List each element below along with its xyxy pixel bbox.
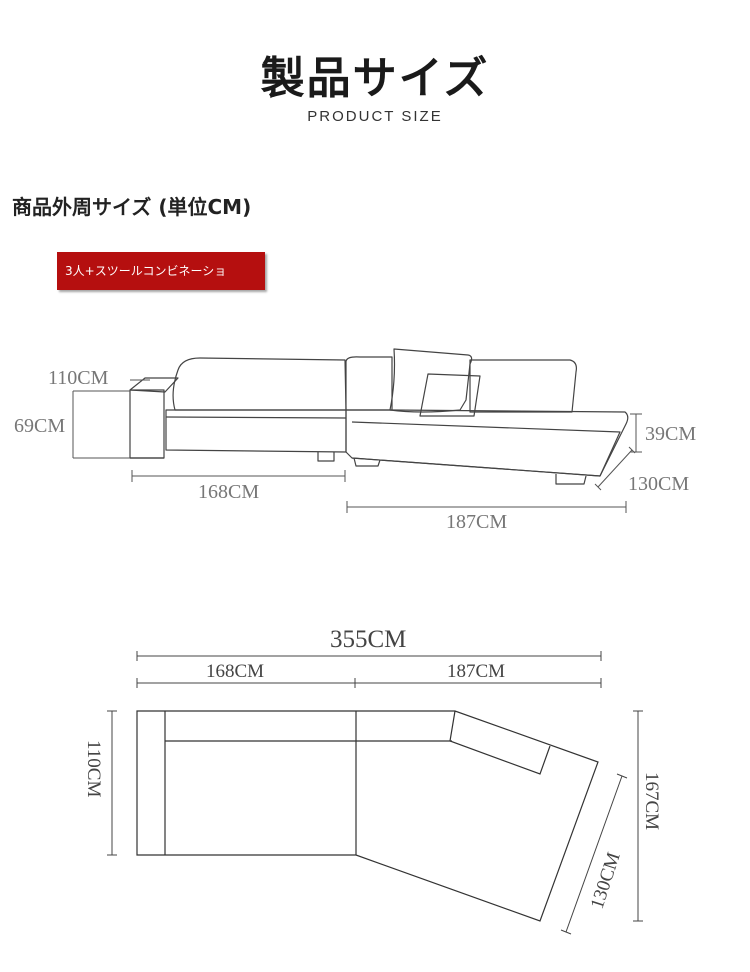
section-heading: 商品外周サイズ (単位CM)	[12, 195, 252, 219]
right-sofa-drawing	[345, 348, 629, 485]
combination-tag: 3人+スツールコンビネーショ	[57, 252, 265, 290]
stool-height-label: 69CM	[14, 415, 65, 437]
page-title: 製品サイズ	[260, 53, 490, 104]
side-right-width-label: 187CM	[446, 511, 507, 533]
side-left-width-label: 168CM	[198, 481, 259, 503]
page-subtitle: PRODUCT SIZE	[307, 108, 443, 125]
side-right-depth-label: 130CM	[628, 473, 689, 495]
total-width-label: 355CM	[330, 626, 406, 653]
left-sofa-drawing	[165, 357, 347, 462]
stool-depth-label: 110CM	[48, 367, 109, 389]
stool-drawing	[129, 377, 179, 459]
seat-height-label: 39CM	[645, 423, 696, 445]
top-view-drawing	[136, 710, 599, 922]
top-right-width-label: 187CM	[447, 661, 505, 682]
top-left-width-label: 168CM	[206, 661, 264, 682]
total-depth-label: 167CM	[641, 772, 662, 830]
top-left-depth-label: 110CM	[83, 740, 104, 797]
